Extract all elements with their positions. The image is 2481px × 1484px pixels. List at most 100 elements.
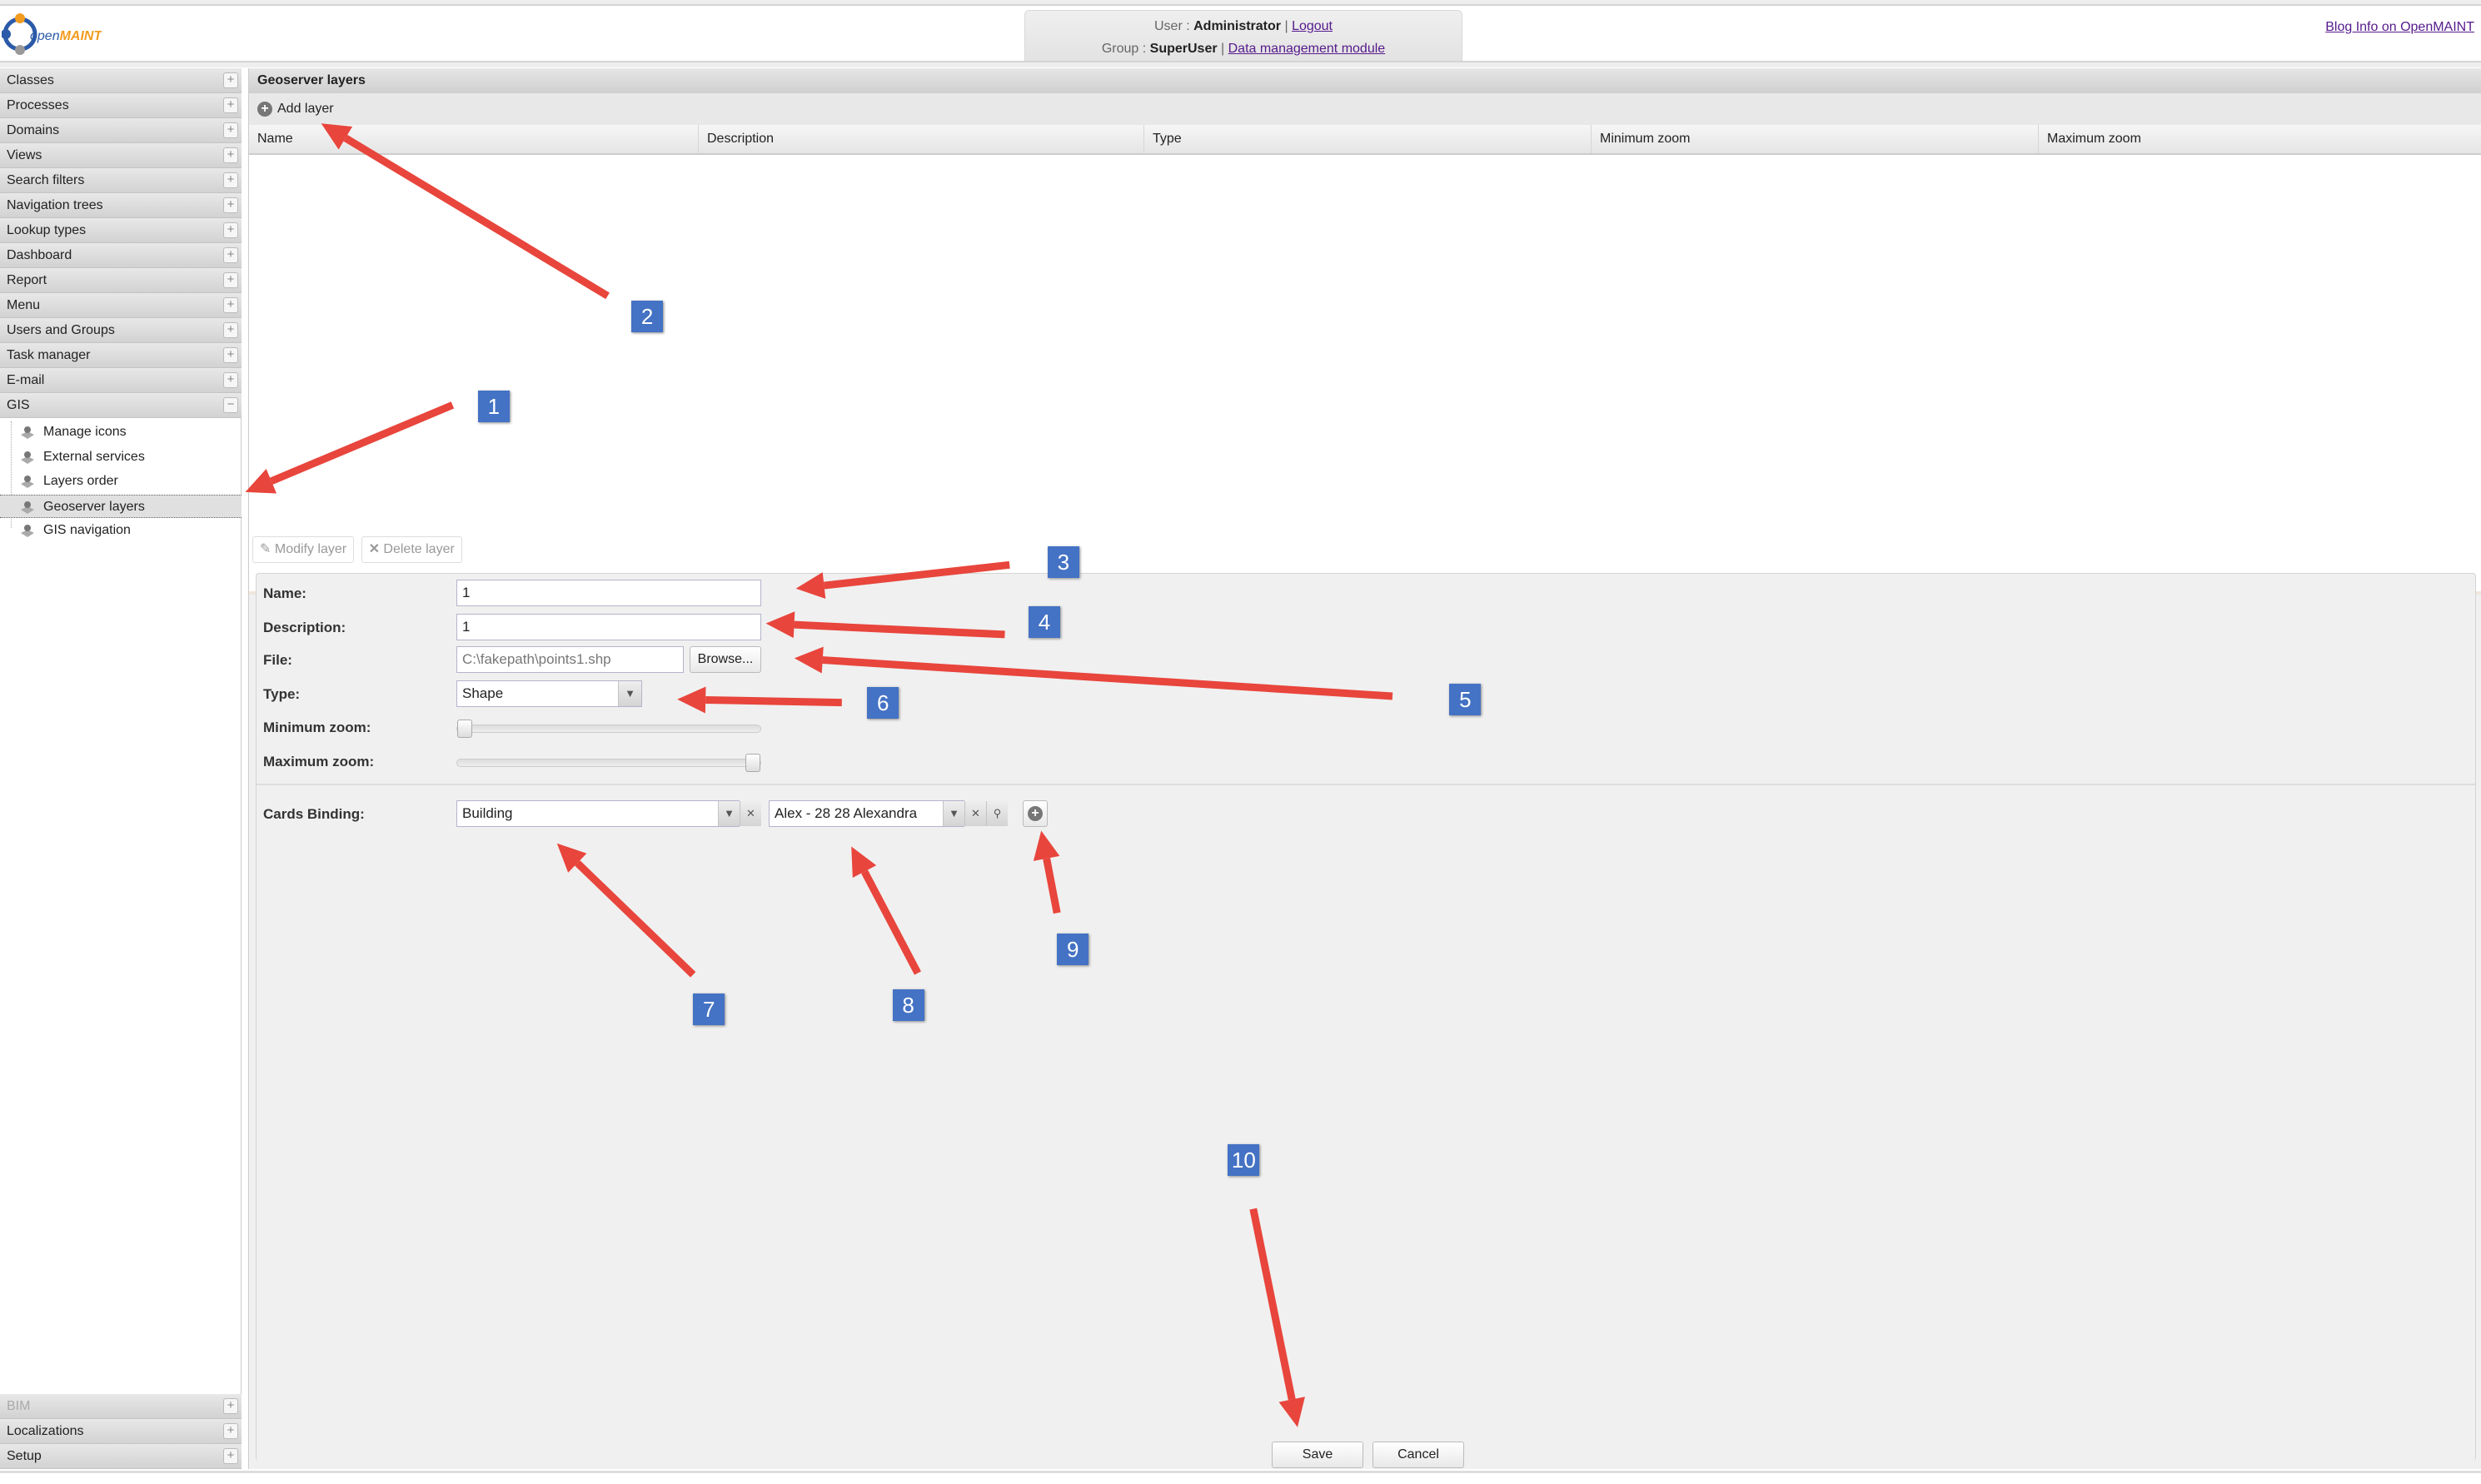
arrowhead-1 [245,468,277,494]
type-select[interactable]: Shape▼ [456,680,642,707]
chevron-down-icon[interactable]: ▼ [618,681,641,706]
column-header-description[interactable]: Description [699,125,1144,153]
cancel-button[interactable]: Cancel [1373,1442,1464,1468]
expand-icon[interactable]: + [223,147,238,163]
sidebar-section-report[interactable]: Report+ [0,268,242,293]
expand-icon[interactable]: + [223,172,238,188]
section-label: BIM [7,1399,31,1413]
name-input[interactable]: 1 [456,580,761,606]
sidebar-section-views[interactable]: Views+ [0,143,242,168]
column-header-name[interactable]: Name [249,125,699,153]
max-zoom-thumb[interactable] [745,754,760,772]
openmaint-logo[interactable]: openMAINT [1,12,102,57]
sidebar-section-task-manager[interactable]: Task manager + [0,343,242,368]
sidebar-section-menu[interactable]: Menu+ [0,293,242,318]
sidebar-section-domains[interactable]: Domains+ [0,118,242,143]
sidebar-section-processes[interactable]: Processes + [0,93,242,118]
sidebar-item-gis-navigation[interactable]: GIS navigation [0,519,242,542]
clear-x-icon[interactable]: ✕ [740,801,761,826]
expand-icon[interactable]: + [223,122,238,138]
sidebar-section-navigation-trees[interactable]: Navigation trees+ [0,193,242,218]
sidebar-section-lookup-types[interactable]: Lookup types + [0,218,242,243]
chevron-down-icon[interactable]: ▼ [943,801,964,826]
class-combo[interactable]: Building ▼✕ [456,800,761,827]
min-zoom-thumb[interactable] [457,720,472,738]
sidebar-section-search-filters[interactable]: Search filters+ [0,168,242,193]
section-label: Users and Groups [7,323,115,337]
add-icon: + [1028,805,1043,821]
expand-icon[interactable]: + [223,222,238,238]
save-button[interactable]: Save [1272,1442,1363,1468]
sidebar-section-bim[interactable]: BIM + [0,1394,242,1419]
expand-icon[interactable]: + [223,1423,238,1439]
cards-binding-label: Cards Binding: [263,806,365,822]
item-label: Manage icons [43,425,127,439]
expand-icon[interactable]: + [223,72,238,88]
sidebar-section-dashboard[interactable]: Dashboard + [0,243,242,268]
annotation-badge-1: 1 [477,391,510,423]
sidebar-item-external-services[interactable]: External services [0,446,242,469]
sidebar-item-layers-order[interactable]: Layers order [0,470,242,493]
column-header-type[interactable]: Type [1144,125,1592,153]
section-label: Task manager [7,348,91,362]
add-layer-button[interactable]: +Add layer [257,101,334,117]
collapse-icon[interactable]: − [223,397,238,413]
blog-link[interactable]: Blog Info on OpenMAINT [2325,20,2474,34]
expand-icon[interactable]: + [223,1448,238,1464]
min-zoom-slider[interactable] [456,720,761,738]
expand-icon[interactable]: + [223,97,238,113]
expand-icon[interactable]: + [223,297,238,313]
section-label: Processes [7,98,69,112]
section-label: Localizations [7,1424,84,1438]
max-zoom-slider[interactable] [456,754,761,772]
sidebar-item-geoserver-layers[interactable]: Geoserver layers [0,494,242,518]
data-management-link[interactable]: Data management module [1228,42,1386,56]
chevron-down-icon[interactable]: ▼ [718,801,740,826]
sidebar-item-manage-icons[interactable]: Manage icons [0,421,242,444]
expand-icon[interactable]: + [223,372,238,388]
browse-button[interactable]: Browse... [690,646,761,673]
add-layer-label: Add layer [277,102,334,116]
sidebar-section-gis[interactable]: GIS− [0,393,242,418]
section-label: Lookup types [7,223,87,237]
expand-icon[interactable]: + [223,1398,238,1414]
grid-header: Name Description Type Minimum zoom Maxim… [249,125,2481,155]
item-label: GIS navigation [43,523,131,537]
arrowhead-7 [556,843,587,873]
clear-x-icon[interactable]: ✕ [964,801,986,826]
description-input[interactable]: 1 [456,614,761,640]
annotation-arrow-5 [822,656,1393,700]
annotation-arrow-4 [794,620,1005,639]
delete-x-icon: ✕ [368,542,384,556]
arrowhead-9 [1033,830,1060,861]
expand-icon[interactable]: + [223,347,238,363]
file-input[interactable]: C:\fakepath\points1.shp [456,646,684,673]
type-label: Type: [263,686,301,702]
sidebar-section-localizations[interactable]: Localizations + [0,1419,242,1444]
form-divider [257,784,2475,785]
class-value: Building [462,805,513,821]
sidebar-section-e-mail[interactable]: E-mail+ [0,368,242,393]
group-label: Group : [1101,42,1147,56]
delete-layer-button[interactable]: ✕ Delete layer [361,536,462,563]
card-combo[interactable]: Alex - 28 28 Alexandra▼✕⚲ [769,800,1008,827]
layer-form: Name: 1 Description: 1 File: C:\fakepath… [256,573,2476,1461]
expand-icon[interactable]: + [223,197,238,213]
expand-icon[interactable]: + [223,322,238,338]
add-binding-button[interactable]: + [1023,800,1048,827]
modify-layer-button[interactable]: ✎ Modify layer [252,536,355,563]
layers-grid-body[interactable] [249,155,2481,595]
column-header-min-zoom[interactable]: Minimum zoom [1592,125,2039,153]
modify-layer-label: Modify layer [274,542,347,556]
sidebar-section-classes[interactable]: Classes+ [0,68,242,93]
footer [0,1471,2481,1484]
min-zoom-label: Minimum zoom: [263,720,371,735]
expand-icon[interactable]: + [223,247,238,263]
search-icon[interactable]: ⚲ [986,801,1008,826]
column-header-max-zoom[interactable]: Maximum zoom [2047,132,2141,146]
sidebar-section-users-and-groups[interactable]: Users and Groups + [0,318,242,343]
section-label: Dashboard [7,248,72,262]
logout-link[interactable]: Logout [1292,19,1333,33]
expand-icon[interactable]: + [223,272,238,288]
sidebar-section-setup[interactable]: Setup+ [0,1444,242,1469]
